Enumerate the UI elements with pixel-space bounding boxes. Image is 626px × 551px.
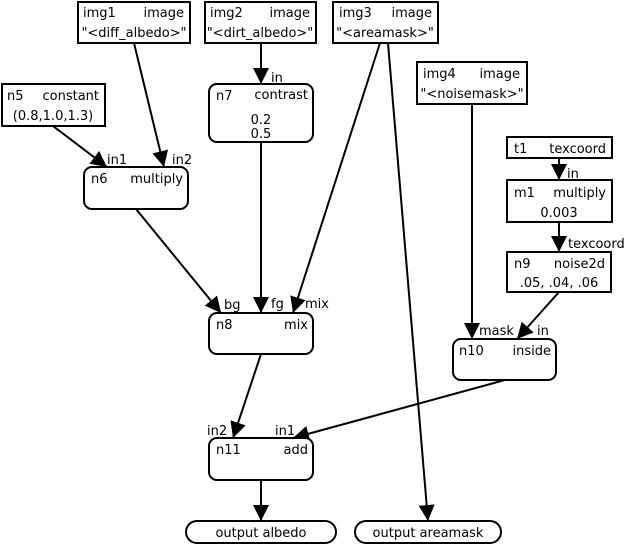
port-label: in xyxy=(537,324,549,339)
port-label: in1 xyxy=(107,153,127,168)
node-type: multiply xyxy=(130,172,183,187)
node-type: texcoord xyxy=(549,142,606,157)
node-n5[interactable]: n5 constant (0.8,1.0,1.3) xyxy=(1,83,106,127)
node-value: .05, .04, .06 xyxy=(520,276,599,291)
node-n8[interactable]: n8 mix xyxy=(208,312,314,355)
port-label: mask xyxy=(479,324,514,339)
node-type: inside xyxy=(513,344,552,359)
output-albedo[interactable]: output albedo xyxy=(185,520,337,544)
output-areamask[interactable]: output areamask xyxy=(354,520,502,544)
node-id: n6 xyxy=(91,172,108,187)
edge-img1-n6 xyxy=(133,42,169,168)
node-value: 0.5 xyxy=(251,127,272,142)
node-value: "<diff_albedo>" xyxy=(81,26,186,41)
node-id: n5 xyxy=(7,89,24,104)
output-label: output albedo xyxy=(215,526,306,541)
node-n11[interactable]: n11 add xyxy=(208,437,314,481)
node-id: img4 xyxy=(423,67,456,82)
node-id: t1 xyxy=(514,142,527,157)
node-type: image xyxy=(270,6,311,21)
port-labels: in in1 in2 bg fg mix mask in in texcoord… xyxy=(107,71,625,439)
node-type: image xyxy=(480,67,521,82)
edge-n5-n6 xyxy=(52,125,108,168)
port-label: in xyxy=(567,167,579,182)
node-type: mix xyxy=(284,318,308,333)
node-id: m1 xyxy=(514,186,535,201)
port-label: bg xyxy=(224,298,241,313)
node-type: add xyxy=(284,443,308,458)
edge-n9-n10 xyxy=(516,291,560,340)
node-type: image xyxy=(144,6,185,21)
node-type: image xyxy=(392,6,433,21)
node-type: multiply xyxy=(553,186,606,201)
node-value: (0.8,1.0,1.3) xyxy=(13,109,93,124)
node-type: contrast xyxy=(254,88,308,103)
node-id: n11 xyxy=(216,443,241,458)
node-id: n7 xyxy=(216,89,233,104)
node-value: "<dirt_albedo>" xyxy=(207,26,314,41)
node-type: constant xyxy=(42,89,99,104)
node-img1[interactable]: img1 image "<diff_albedo>" xyxy=(77,1,191,44)
node-m1[interactable]: m1 multiply 0.003 xyxy=(506,179,613,223)
node-id: n10 xyxy=(459,344,484,359)
node-id: img2 xyxy=(210,6,243,21)
node-id: n8 xyxy=(216,318,233,333)
edge-n10-n11 xyxy=(292,379,506,442)
edge-n6-n8 xyxy=(135,208,222,314)
port-label: in2 xyxy=(172,153,192,168)
node-n6[interactable]: n6 multiply xyxy=(83,166,189,210)
port-label: fg xyxy=(271,297,284,312)
node-img2[interactable]: img2 image "<dirt_albedo>" xyxy=(204,1,317,44)
node-id: n9 xyxy=(514,257,531,272)
port-label: in1 xyxy=(275,424,295,439)
node-n10[interactable]: n10 inside xyxy=(452,338,557,381)
port-label: texcoord xyxy=(568,237,625,252)
edges xyxy=(52,42,567,522)
node-n7[interactable]: n7 contrast 0.2 0.5 xyxy=(208,83,314,143)
node-n9[interactable]: n9 noise2d .05, .04, .06 xyxy=(506,251,612,293)
node-value: 0.003 xyxy=(540,206,577,221)
node-t1[interactable]: t1 texcoord xyxy=(506,136,613,159)
edge-n8-n11 xyxy=(230,353,262,439)
node-img3[interactable]: img3 image "<areamask>" xyxy=(332,1,439,44)
node-id: img3 xyxy=(339,6,372,21)
node-value: 0.2 xyxy=(251,113,272,128)
node-value: "<noisemask>" xyxy=(420,87,523,102)
node-id: img1 xyxy=(83,6,116,21)
edge-img3-n8 xyxy=(290,42,381,314)
node-value: "<areamask>" xyxy=(336,26,434,41)
port-label: mix xyxy=(305,297,329,312)
port-label: in xyxy=(271,71,283,86)
node-img4[interactable]: img4 image "<noisemask>" xyxy=(416,61,528,105)
port-label: in2 xyxy=(207,424,227,439)
node-type: noise2d xyxy=(554,257,605,272)
output-label: output areamask xyxy=(373,526,484,541)
edge-img3-output-areamask xyxy=(387,42,435,522)
